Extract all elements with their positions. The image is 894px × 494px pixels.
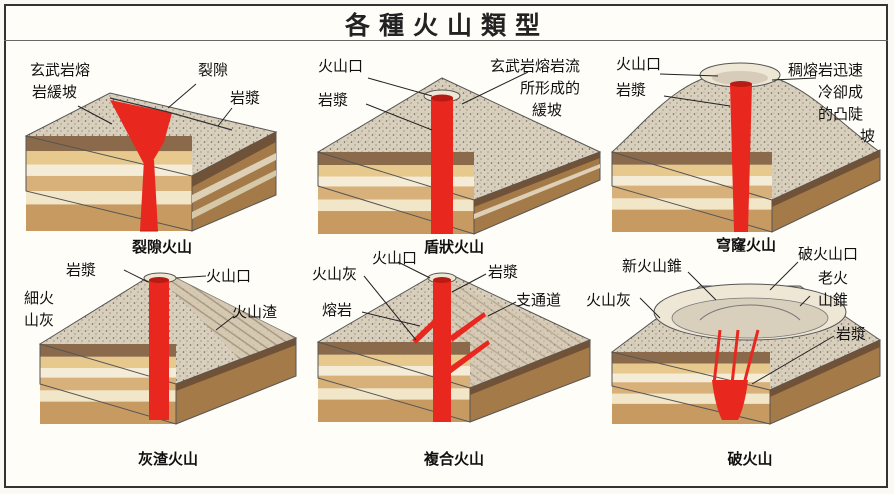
dome-label-viscous-2: 冷卻成 [818,83,864,101]
fissure-label-fissure: 裂隙 [198,61,229,79]
caldera-label-ash: 火山灰 [586,291,632,309]
dome-label-viscous-1: 稠熔岩迅速 [788,61,864,79]
fissure-volcano-block [24,92,278,232]
caldera-label-old-cone-1: 老火 [818,269,849,287]
dome-label-viscous-3: 的凸陡 [818,105,864,123]
shield-label-basalt-3: 緩坡 [532,101,563,119]
fissure-caption: 裂隙火山 [131,238,192,256]
cinder-cone-block [38,272,298,425]
composite-label-lava: 熔岩 [322,301,353,319]
dome-volcano-block [611,62,881,233]
cinder-label-cinder: 火山渣 [232,303,278,321]
cinder-label-crater: 火山口 [206,267,252,285]
caldera-label-caldera: 破火山口 [798,245,859,263]
shield-label-basalt-2: 所形成的 [520,79,581,97]
composite-label-crater: 火山口 [372,249,418,267]
fissure-label-basalt-slope-1: 玄武岩熔 [30,61,91,79]
caldera-label-old-cone-2: 山錐 [818,291,849,309]
figure-title: 各種火山類型 [344,11,549,40]
dome-label-crater: 火山口 [616,55,662,73]
leader-lines [77,71,835,385]
fissure-label-basalt-slope-2: 岩緩坡 [32,83,78,101]
cinder-label-magma: 岩漿 [66,261,97,279]
dome-caption: 穹窿火山 [715,236,776,254]
fissure-label-magma: 岩漿 [230,89,261,107]
title-divider [4,40,888,41]
cinder-caption: 灰渣火山 [137,450,198,468]
shield-label-crater: 火山口 [318,57,364,75]
caldera-label-magma: 岩漿 [836,325,867,343]
dome-label-magma: 岩漿 [616,81,647,99]
composite-label-branch: 支通道 [516,291,562,309]
cinder-label-ash-1: 細火 [24,289,55,307]
composite-label-ash: 火山灰 [312,265,358,283]
dome-label-viscous-4: 坡 [860,127,876,145]
cinder-label-ash-2: 山灰 [24,311,55,329]
shield-volcano-block [316,77,602,235]
shield-caption: 盾狀火山 [423,238,484,256]
composite-caption: 複合火山 [423,450,484,468]
caldera-label-new-cone: 新火山錐 [622,257,683,275]
shield-label-magma: 岩漿 [318,91,349,109]
caldera-caption: 破火山 [727,450,773,468]
composite-volcano-block [316,272,592,423]
caldera-block [610,283,882,425]
composite-label-magma: 岩漿 [488,263,519,281]
shield-label-basalt-1: 玄武岩熔岩流 [490,57,581,75]
